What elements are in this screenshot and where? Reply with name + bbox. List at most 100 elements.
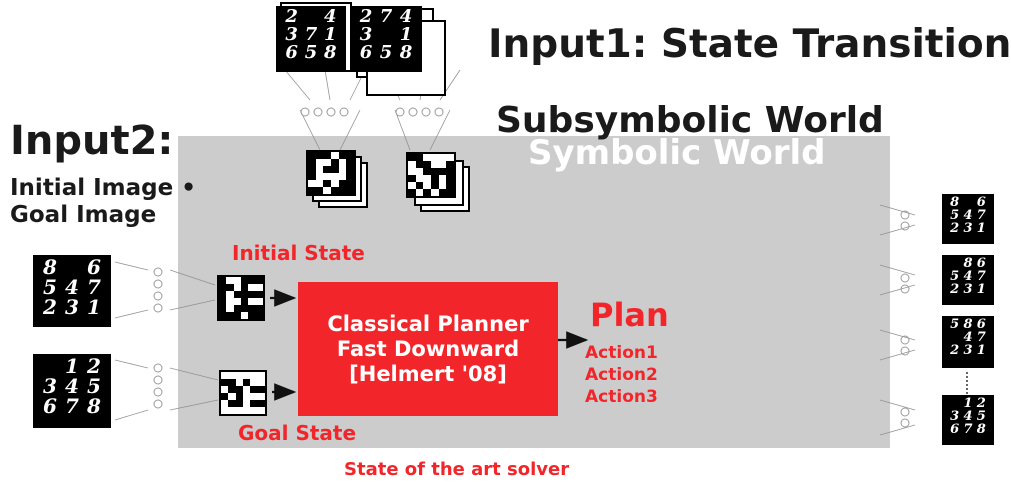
latent-bit — [219, 305, 227, 312]
latent-bit — [235, 407, 243, 414]
latent-bit — [423, 168, 431, 175]
latent-bit — [233, 305, 241, 312]
latent-bit — [415, 154, 424, 161]
action-2: Action2 — [585, 365, 658, 385]
latent-bit — [430, 168, 439, 175]
latent-bit — [219, 298, 227, 305]
latent-bit — [330, 187, 339, 194]
title-input1: Input1: State Transition — [488, 22, 1011, 67]
puzzle-tile: 5 — [304, 42, 318, 63]
puzzle-tile: 4 — [963, 269, 973, 284]
initial-state-label: Initial State — [232, 241, 365, 265]
puzzle-tile: 6 — [976, 317, 986, 332]
puzzle-tile: 6 — [359, 42, 373, 63]
puzzle-tile: 3 — [963, 282, 973, 297]
latent-bit — [257, 400, 265, 407]
planner-line2: Fast Downward — [336, 336, 520, 361]
latent-bit — [228, 407, 236, 414]
puzzle-tile: 2 — [359, 6, 373, 27]
latent-bit — [438, 154, 447, 161]
latent-bit — [226, 277, 234, 284]
latent-bit — [323, 187, 331, 194]
latent-bit — [415, 182, 424, 189]
latent-bit — [408, 168, 416, 175]
puzzle-tile — [39, 356, 61, 376]
puzzle-tile: 4 — [65, 275, 79, 299]
puzzle-tile: 7 — [976, 269, 986, 284]
action-1: Action1 — [585, 343, 658, 363]
latent-bit — [315, 166, 324, 173]
puzzle-tile: 3 — [950, 409, 960, 424]
latent-bit — [438, 175, 447, 182]
latent-bit — [446, 154, 454, 161]
latent-bit — [241, 305, 249, 312]
puzzle-tile: 2 — [950, 343, 960, 358]
puzzle-tile: 2 — [285, 6, 298, 27]
plan-label: Plan — [590, 296, 669, 334]
latent-bit — [315, 180, 324, 187]
latent-bit — [250, 372, 258, 379]
latent-bit — [241, 284, 249, 291]
puzzle-tile: 8 — [963, 256, 973, 271]
latent-bit — [408, 182, 416, 189]
latent-bit — [338, 180, 347, 187]
latent-bit — [415, 189, 424, 196]
puzzle-tile: 4 — [324, 6, 337, 27]
latent-state-grid-post — [406, 152, 456, 198]
puzzle-tile: 5 — [950, 269, 960, 284]
latent-bit — [255, 298, 263, 305]
puzzle-tile: 5 — [976, 409, 986, 424]
latent-bit — [243, 386, 251, 393]
latent-bit — [257, 407, 265, 414]
puzzle-tile: 7 — [87, 275, 101, 299]
latent-bit — [248, 291, 256, 298]
latent-bit — [235, 400, 243, 407]
latent-bit — [228, 400, 236, 407]
latent-bit — [248, 284, 256, 291]
latent-bit — [323, 166, 331, 173]
latent-bit — [221, 386, 229, 393]
latent-bit — [346, 159, 354, 166]
action-3: Action3 — [585, 387, 658, 407]
latent-state-grid-pre — [306, 150, 356, 196]
latent-bit — [408, 154, 416, 161]
puzzle-tile: 8 — [324, 42, 337, 63]
latent-bit — [248, 298, 256, 305]
latent-bit — [248, 305, 256, 312]
puzzle-tile: 1 — [963, 396, 973, 411]
latent-bit — [221, 400, 229, 407]
latent-bit — [243, 393, 251, 400]
latent-bit — [346, 187, 354, 194]
latent-bit — [226, 305, 234, 312]
puzzle-tile: 8 — [976, 422, 986, 437]
latent-bit — [430, 154, 439, 161]
latent-bit — [323, 159, 331, 166]
latent-bit — [233, 298, 241, 305]
initial-state-grid — [217, 275, 265, 321]
puzzle-tile: 6 — [87, 255, 101, 279]
puzzle-tile: 7 — [304, 24, 318, 45]
puzzle-tile: 8 — [950, 195, 960, 210]
latent-bit — [228, 386, 236, 393]
latent-bit — [315, 159, 324, 166]
latent-bit — [248, 312, 256, 319]
latent-bit — [243, 407, 251, 414]
puzzle-tile: 1 — [399, 24, 413, 45]
latent-bit — [248, 277, 256, 284]
latent-bit — [221, 407, 229, 414]
